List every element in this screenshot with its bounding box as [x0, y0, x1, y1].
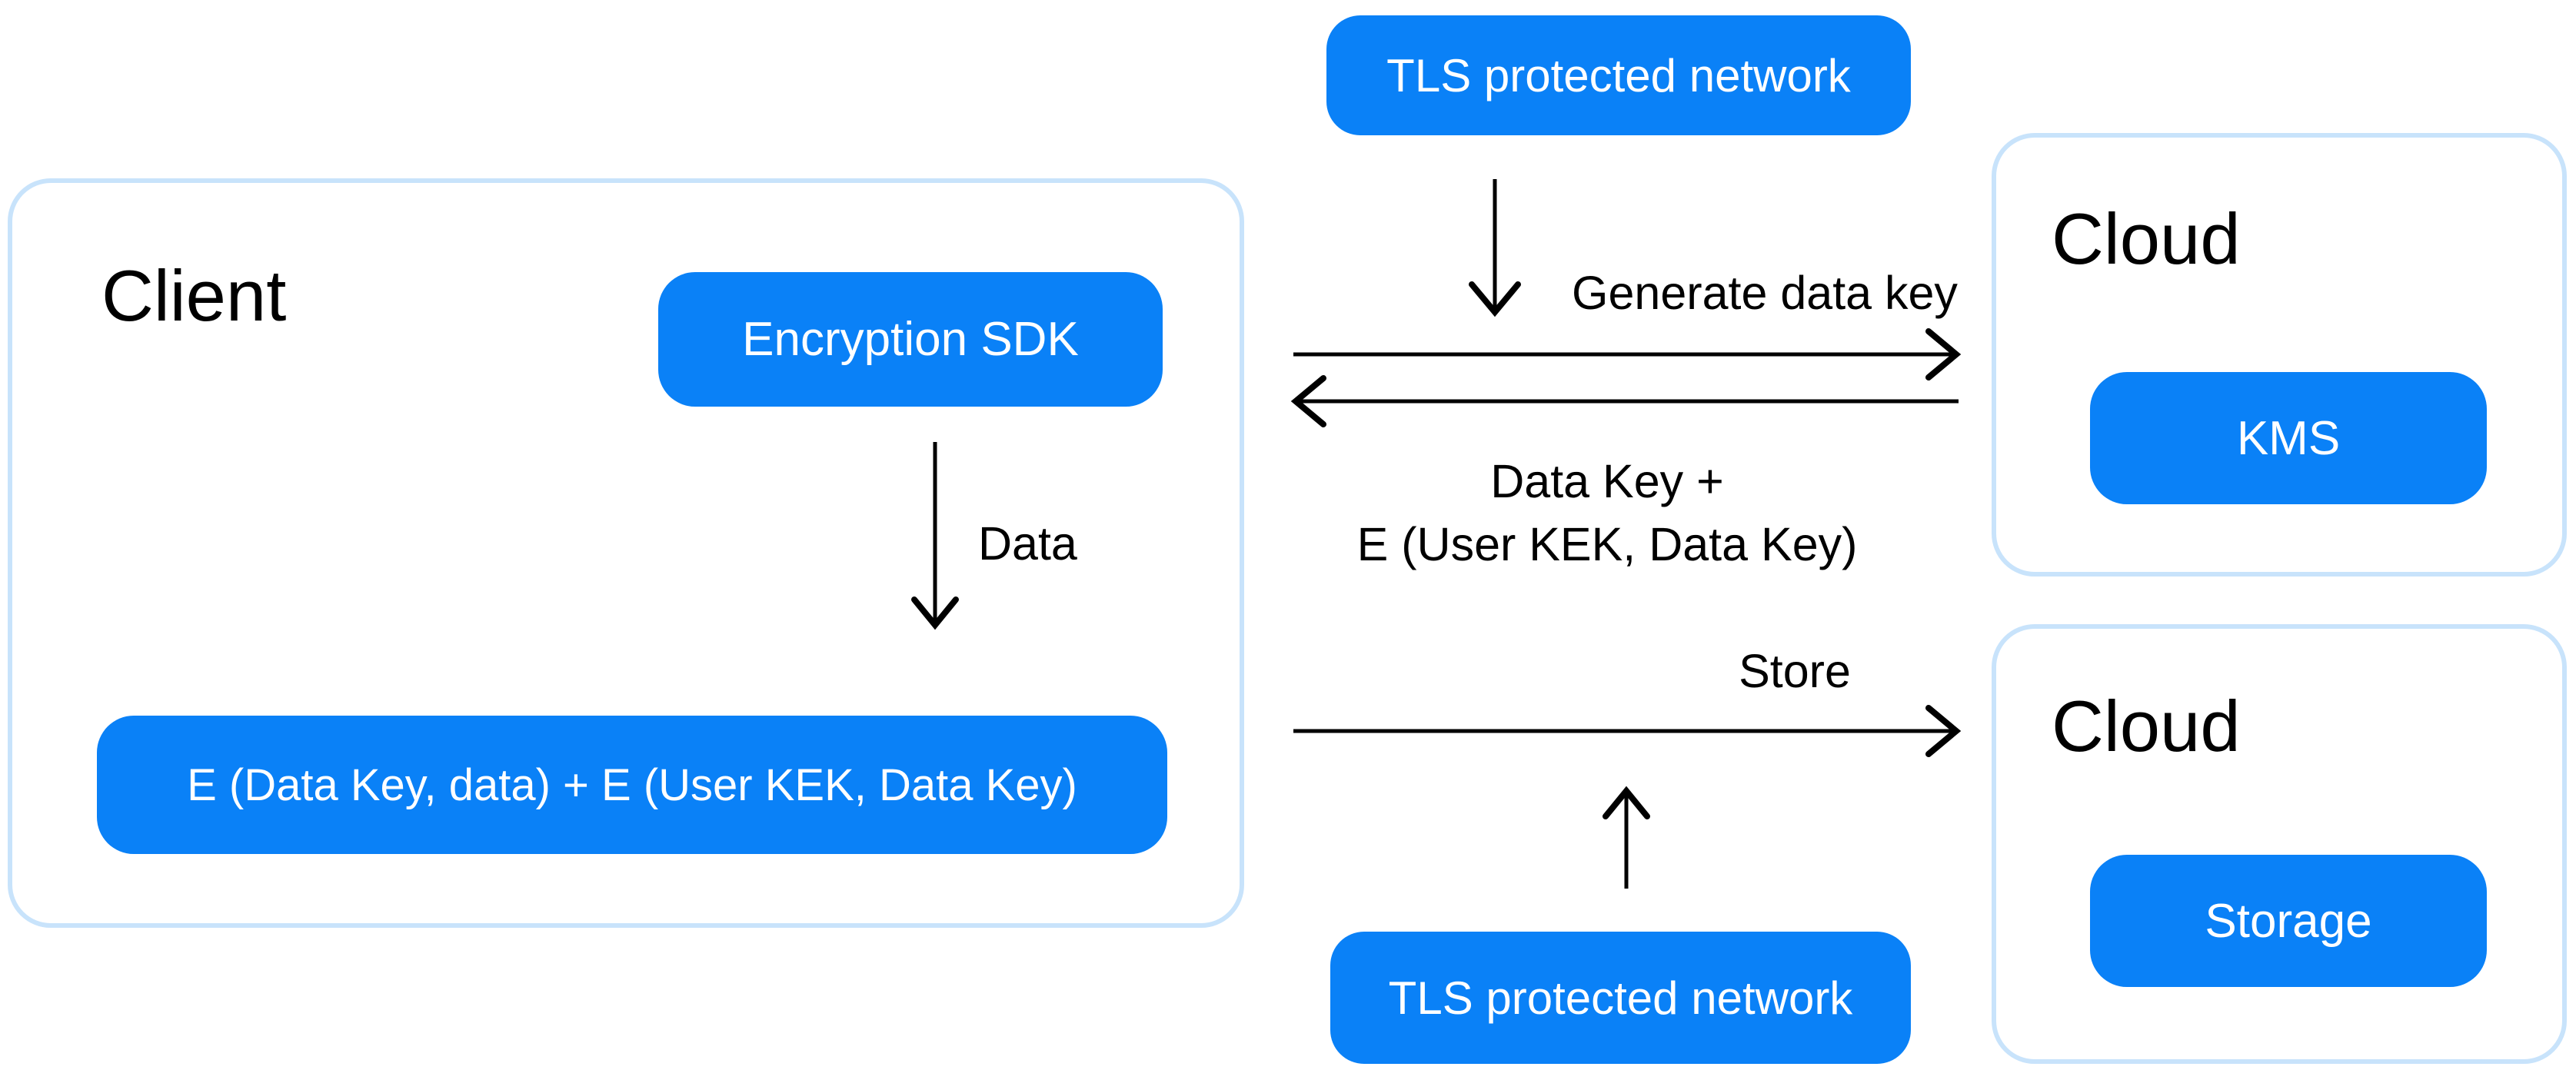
storage-node: Storage	[2090, 855, 2487, 987]
return-data-key-label-line1: Data Key +	[1490, 455, 1724, 507]
cloud-storage-container: Cloud Storage	[1992, 624, 2567, 1064]
tls-bottom-node: TLS protected network	[1330, 932, 1911, 1064]
tls-top-down-arrow	[1469, 179, 1521, 317]
encryption-sdk-node: Encryption SDK	[658, 272, 1163, 407]
return-data-key-label: Data Key + E (User KEK, Data Key)	[1357, 450, 1858, 576]
tls-bottom-up-arrow	[1603, 786, 1650, 889]
return-data-key-label-line2: E (User KEK, Data Key)	[1356, 518, 1858, 570]
cloud-storage-title: Cloud	[2052, 686, 2241, 766]
kms-node: KMS	[2090, 372, 2487, 504]
cloud-kms-title: Cloud	[2052, 198, 2241, 279]
encrypted-payload-node: E (Data Key, data) + E (User KEK, Data K…	[97, 716, 1167, 854]
return-data-key-arrow	[1290, 375, 1959, 427]
data-label: Data	[978, 517, 1077, 570]
cloud-kms-container: Cloud KMS	[1992, 133, 2567, 577]
client-container: Client Encryption SDK E (Data Key, data)…	[8, 178, 1244, 928]
tls-top-node: TLS protected network	[1326, 15, 1911, 135]
generate-data-key-arrow	[1293, 328, 1962, 380]
client-title: Client	[102, 255, 287, 336]
store-label: Store	[1739, 645, 1851, 697]
generate-data-key-label: Generate data key	[1572, 267, 1958, 319]
store-arrow	[1293, 705, 1962, 757]
